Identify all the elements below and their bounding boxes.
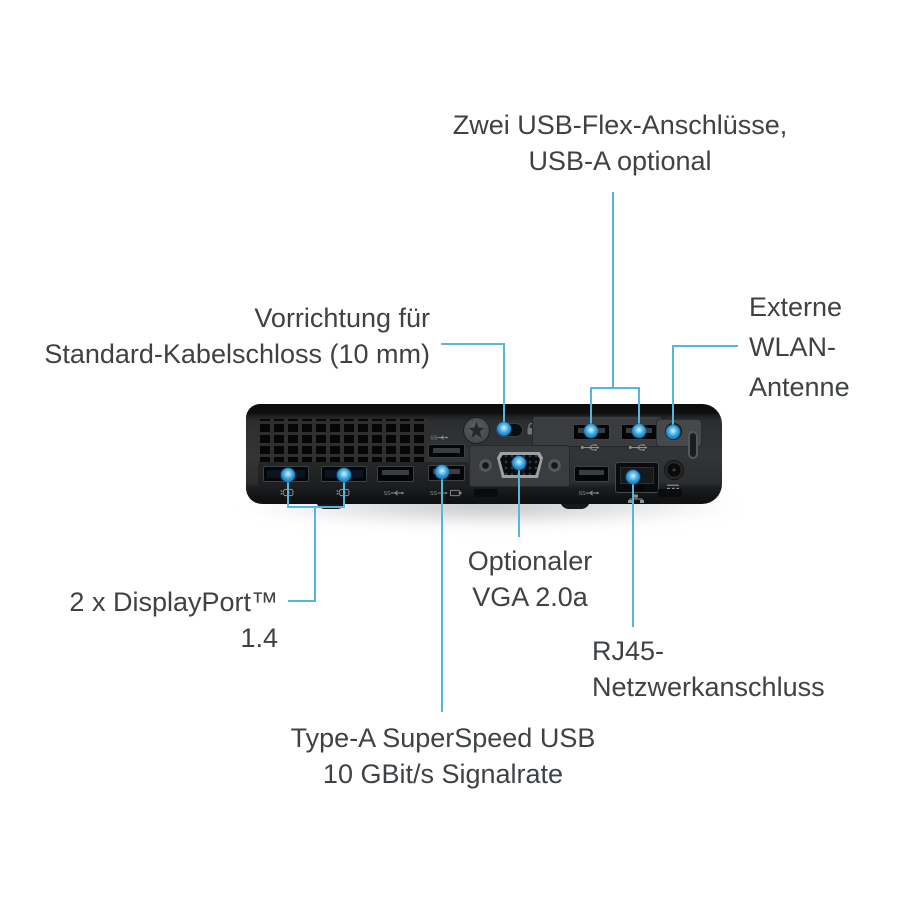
usb-tongue <box>433 448 460 453</box>
side-latch-slot <box>688 431 698 459</box>
kensington-slot <box>658 489 682 497</box>
callout-line-dp-drop2 <box>343 478 345 508</box>
callout-dot-vga <box>512 456 526 470</box>
label-line: Optionaler <box>467 546 593 576</box>
label-line: Standard-Kabelschloss (10 mm) <box>44 339 430 369</box>
callout-line-rj45 <box>632 480 634 627</box>
label-cable-lock: Vorrichtung für Standard-Kabelschloss (1… <box>30 300 430 372</box>
label-line: Zwei USB-Flex-Anschlüsse, <box>452 110 788 140</box>
label-displayport: 2 x DisplayPort™ 1.4 <box>28 584 278 656</box>
mini-pc-rear-panel: SS SS SS SS <box>246 404 722 504</box>
usb-battery-icon: SS <box>429 489 463 497</box>
label-type-a-usb: Type-A SuperSpeed USB 10 GBit/s Signalra… <box>243 720 643 792</box>
vga-screw-post <box>479 459 492 472</box>
label-usb-flex: Zwei USB-Flex-Anschlüsse, USB-A optional <box>420 107 820 179</box>
vga-screw-post <box>548 459 561 472</box>
svg-text:SS: SS <box>578 491 586 497</box>
label-line: Externe <box>749 292 843 322</box>
svg-text:SS: SS <box>430 436 438 441</box>
callout-line-wlan-v <box>672 345 674 429</box>
label-line: USB-A optional <box>528 146 712 176</box>
callout-dot-wlan-antenna <box>666 425 680 439</box>
label-line: Antenne <box>749 372 850 402</box>
label-line: 10 GBit/s Signalrate <box>322 759 564 789</box>
dc-power-icon <box>666 484 680 490</box>
callout-line-usb-flex-bracket <box>590 387 640 389</box>
label-rj45: RJ45-Netzwerkanschluss <box>592 633 892 705</box>
callout-dot-displayport-1 <box>281 468 295 482</box>
label-vga: Optionaler VGA 2.0a <box>430 543 630 615</box>
callout-line-dp-drop1 <box>287 478 289 508</box>
kensington-slot <box>474 489 498 497</box>
callout-line-usb-flex-drop1 <box>590 387 592 427</box>
label-wlan-antenna: Externe WLAN- Antenne <box>749 287 899 407</box>
usb-tongue <box>578 470 605 475</box>
callout-dot-type-a-usb <box>435 465 449 479</box>
vent-grid <box>260 419 428 465</box>
callout-dot-usb-flex-2 <box>632 424 646 438</box>
label-line: Vorrichtung für <box>254 303 430 333</box>
thumbscrew-star <box>468 422 485 439</box>
callout-line-dp-bracket <box>287 506 345 508</box>
label-line: RJ45-Netzwerkanschluss <box>592 636 825 702</box>
superspeed-usb-icon: SS <box>578 489 602 497</box>
usb-trident-icon <box>628 443 650 452</box>
label-line: 2 x DisplayPort™ 1.4 <box>69 587 278 653</box>
callout-line-dp-v <box>314 506 316 602</box>
callout-line-wlan-h <box>673 345 738 347</box>
callout-dot-rj45 <box>626 470 640 484</box>
thumbscrew <box>463 417 490 444</box>
network-icon <box>627 494 645 503</box>
label-line: WLAN- <box>749 332 836 362</box>
usb-trident-icon <box>580 443 602 452</box>
svg-text:SS: SS <box>430 491 438 497</box>
callout-line-usb-flex-drop2 <box>638 387 640 427</box>
dc-power-jack <box>664 460 684 480</box>
svg-text:SS: SS <box>383 491 391 497</box>
usb-port-superspeed <box>377 466 414 482</box>
superspeed-usb-icon: SS <box>430 434 450 441</box>
label-line: VGA 2.0a <box>472 582 588 612</box>
superspeed-usb-icon: SS <box>383 489 407 497</box>
callout-line-lock-v <box>503 343 505 426</box>
rj45-latch <box>630 484 644 490</box>
callout-dot-cable-lock <box>497 422 511 436</box>
callout-dot-displayport-2 <box>337 468 351 482</box>
callout-line-type-a <box>441 474 443 712</box>
callout-line-usb-flex <box>612 192 614 388</box>
usb-port-stacked-top <box>428 444 465 458</box>
callout-dot-usb-flex-1 <box>584 424 598 438</box>
callout-line-lock-h <box>441 343 504 345</box>
callout-line-vga <box>518 466 520 537</box>
label-line: Type-A SuperSpeed USB <box>290 723 596 753</box>
usb-tongue <box>382 470 409 475</box>
callout-line-dp-tail <box>288 600 316 602</box>
usb-port-superspeed-right <box>574 466 609 482</box>
